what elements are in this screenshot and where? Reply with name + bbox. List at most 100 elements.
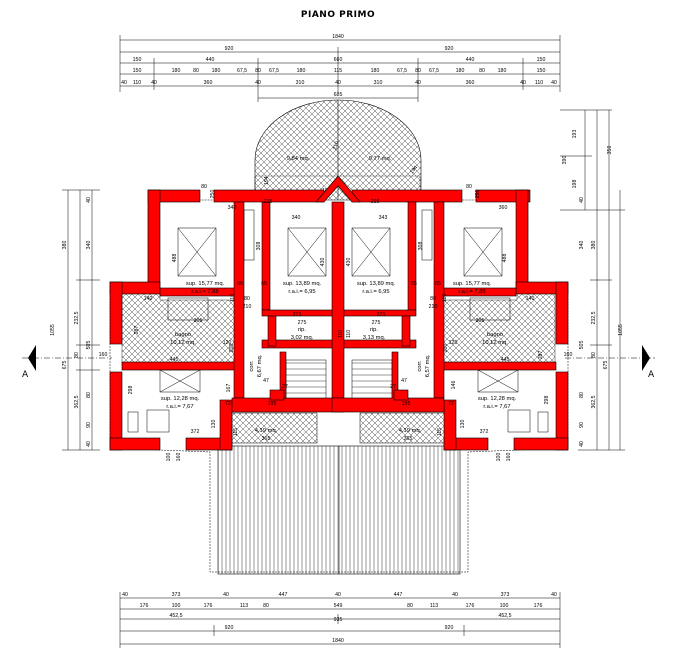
dim-b2-3: 113 (240, 603, 248, 609)
section-arrow-left-icon (28, 345, 36, 371)
dim-b3-1: 452,5 (499, 613, 512, 619)
dim-i-195b: 195 (402, 401, 411, 407)
dim-i-115a: 115 (233, 428, 239, 436)
dim-right-90: 90 (579, 422, 585, 428)
dim-b1-7: 373 (501, 592, 510, 598)
left-dimensions (62, 189, 100, 451)
dim-b1-6: 40 (452, 592, 458, 598)
bed-top-mr-rai: r.a.i.= 6,95 (362, 289, 389, 295)
dim-i-120b: 120 (449, 340, 458, 346)
dim-i-120a: 120 (223, 340, 232, 346)
dim-i-200a: 200 (229, 344, 235, 353)
dim-i-115b: 115 (437, 428, 443, 436)
dim-b1-5: 447 (394, 592, 403, 598)
dim-i-360: 360 (499, 205, 508, 211)
dim-i-80d: 80 (430, 296, 436, 302)
dim-r4-12: 67,5 (429, 68, 439, 74)
dim-i-305b: 305 (476, 318, 485, 324)
dim-r4-14: 80 (479, 68, 485, 74)
dim-r4-1: 180 (172, 68, 181, 74)
dim-r4-15: 180 (498, 68, 507, 74)
dim-i-80c: 80 (244, 296, 250, 302)
stair-left (285, 359, 327, 403)
dim-i-65c: 65 (411, 281, 417, 287)
dim-r5-2: 40 (151, 80, 157, 86)
dim-i-215a: 215 (264, 199, 273, 205)
dim-right-198: 198 (572, 180, 578, 189)
dim-right-40a: 40 (579, 197, 585, 203)
dim-left-362: 362,5 (74, 395, 80, 408)
dim-i-215b: 215 (371, 199, 380, 205)
dim-r4-8: 115 (334, 68, 342, 74)
dim-i-27a: 27 (282, 384, 288, 390)
dim-r4-10: 67,5 (397, 68, 407, 74)
dim-r4-4: 67,5 (237, 68, 247, 74)
dim-r5-7: 310 (374, 80, 383, 86)
dim-left-380: 380 (62, 241, 68, 250)
dim-right-390: 390 (562, 156, 568, 165)
section-marks: A A (22, 345, 655, 380)
dim-right-340: 340 (579, 241, 585, 250)
dim-b4-0: 920 (225, 625, 234, 631)
dim-i-488a: 488 (172, 254, 178, 263)
bed-top-right-sup: sup. 15,77 mq. (453, 281, 492, 287)
bed-bot-left-rai: r.a.i.= 7,67 (166, 404, 193, 410)
dim-i-80b: 80 (466, 184, 472, 190)
dim-r4-0: 150 (133, 68, 142, 74)
dim-r5-3: 360 (204, 80, 213, 86)
bottom-dimension-labels: 40 373 40 447 40 447 40 373 40 176 100 1… (122, 592, 557, 644)
room-labels: sup. 15,77 mq. r.a.i.= 7,88 sup. 13,89 m… (161, 281, 517, 434)
dim-i-365b: 365 (404, 436, 413, 442)
dim-i-65d: 65 (435, 281, 441, 287)
ramp-area (217, 445, 461, 575)
bed-bot-left-sup: sup. 12,28 mq. (161, 396, 200, 402)
dim-r5-10: 40 (520, 80, 526, 86)
dim-r5-9: 360 (466, 80, 475, 86)
dim-b4-1: 935 (334, 617, 343, 623)
dim-left-232: 232,5 (74, 311, 80, 324)
dim-194b: 194 (409, 165, 419, 176)
dim-i-250b: 250 (475, 190, 481, 199)
corr-right-area: 6,57 mq. (425, 354, 431, 377)
dim-r5-0: 40 (121, 80, 127, 86)
dim-b1-8: 40 (551, 592, 557, 598)
bed-bot-right-sup: sup. 12,28 mq. (478, 396, 517, 402)
dim-i-140b: 140 (526, 296, 535, 302)
section-arrow-right-icon (642, 345, 650, 371)
right-dimensions (560, 109, 625, 451)
dim-b2-6: 80 (407, 603, 413, 609)
dim-i-275d: 275 (377, 312, 386, 318)
dim-r5-4: 40 (255, 80, 261, 86)
section-mark-right: A (648, 370, 655, 380)
dim-top-1840: 1840 (332, 34, 344, 40)
dim-i-275c: 275 (372, 320, 381, 326)
dim-i-340a: 340 (228, 205, 237, 211)
dim-b4-2: 920 (445, 625, 454, 631)
dim-r4-7: 180 (297, 68, 306, 74)
dim-b1-1: 373 (172, 592, 181, 598)
dim-i-200b: 200 (443, 344, 449, 353)
bottom-dimensions (119, 592, 561, 648)
dim-i-160a: 160 (176, 453, 182, 462)
dim-r5-6: 40 (335, 80, 341, 86)
dim-b2-8: 176 (466, 603, 475, 609)
dim-left-505: 505 (86, 341, 92, 350)
dim-r5-1: 110 (133, 80, 141, 86)
dim-i-210a: 210 (243, 304, 252, 310)
dim-r3-4: 150 (537, 57, 546, 63)
dim-left-40a: 40 (86, 197, 92, 203)
dim-right-380: 380 (591, 241, 597, 250)
dim-left-40b: 40 (86, 441, 92, 447)
dim-r4-5: 80 (255, 68, 261, 74)
dim-i-343: 343 (379, 215, 388, 221)
dim-i-100b: 100 (496, 453, 502, 462)
dim-r4-11: 80 (415, 68, 421, 74)
dim-left-90: 90 (86, 422, 92, 428)
dim-i-160c: 160 (99, 352, 108, 358)
dim-b2-2: 176 (204, 603, 213, 609)
dim-right-80b: 80 (579, 392, 585, 398)
dim-b2-4: 80 (263, 603, 269, 609)
dim-right-80a: 80 (591, 352, 597, 358)
dim-i-130b: 130 (460, 420, 466, 429)
